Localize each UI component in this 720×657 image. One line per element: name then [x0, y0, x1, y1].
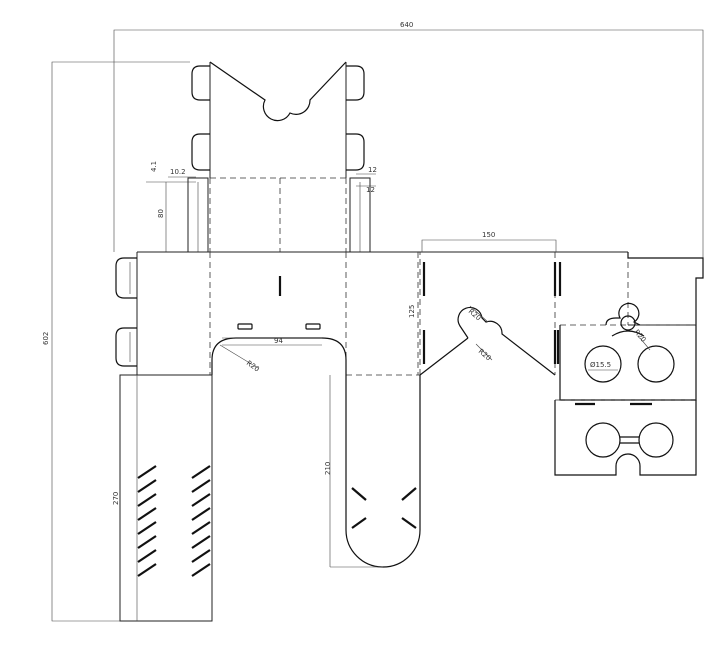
right-slotted-panel — [419, 251, 629, 376]
left-side-tabs — [115, 257, 137, 367]
radius-d-label: R20 — [632, 328, 647, 344]
overall-height-dimension: 602 — [42, 61, 190, 622]
radius-c-label: R20 — [477, 347, 493, 362]
overall-width-label: 640 — [400, 21, 413, 29]
tongue-length-label: 270 — [112, 492, 120, 505]
panel-width-label: 150 — [482, 231, 495, 239]
radius-b-label: R20 — [467, 307, 483, 322]
radius-c-callout: R20 — [475, 343, 493, 362]
tab-height-label: 80 — [157, 209, 165, 218]
lower-right-hole — [638, 422, 674, 458]
slot-depth-dimension: 125 — [408, 305, 416, 318]
radius-b-callout: R20 — [467, 305, 489, 322]
center-flap: 210 — [324, 375, 421, 568]
tab-span-label: 94 — [274, 337, 283, 345]
slot-depth-label: 125 — [408, 305, 416, 318]
right-lens-hole — [637, 345, 675, 383]
lower-lens-panel — [554, 399, 697, 476]
panel-width-dimension: 150 — [421, 231, 557, 252]
tab-right-a-label: 12 — [368, 166, 377, 174]
top-head-panel — [191, 61, 365, 179]
left-tongue-strip: 270 — [112, 374, 213, 622]
radius-a-label: R20 — [245, 359, 261, 373]
flap-length-label: 210 — [324, 462, 332, 475]
overall-width-dimension: 640 — [113, 21, 704, 258]
radius-a-callout: R20 — [219, 344, 261, 374]
neck-strip — [187, 177, 371, 253]
left-slot-series — [137, 465, 211, 577]
hole-diameter-label: Ø15.5 — [590, 361, 611, 369]
left-lens-hole — [584, 345, 622, 383]
overall-height-label: 602 — [42, 332, 50, 345]
tab-small-b-label: 10.2 — [170, 168, 186, 176]
tab-small-a-label: 4.1 — [150, 161, 158, 172]
tab-span-dimension: 94 — [222, 337, 322, 346]
lower-left-hole — [585, 422, 621, 458]
main-body-panel — [136, 251, 420, 376]
